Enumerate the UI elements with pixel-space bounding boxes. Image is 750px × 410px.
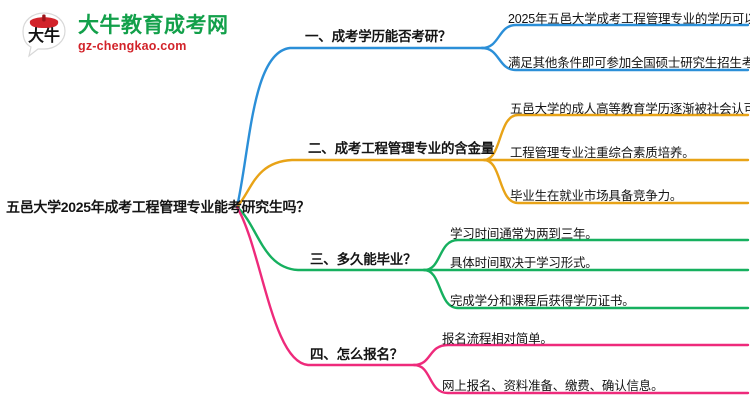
logo-title: 大牛教育成考网: [78, 14, 229, 38]
mindmap-branch-3-leaf-2[interactable]: 具体时间取决于学习形式。: [450, 256, 598, 270]
logo-subtitle: gz-chengkao.com: [78, 39, 187, 54]
mindmap-branch-4-label[interactable]: 四、怎么报名？: [310, 347, 404, 362]
mindmap-branch-1-leaf-2[interactable]: 满足其他条件即可参加全国硕士研究生招生考试。: [508, 56, 750, 70]
logo-mark-icon: 大牛: [18, 8, 70, 60]
mindmap-branch-2-label[interactable]: 二、成考工程管理专业的含金量: [308, 141, 495, 156]
mindmap-root-node[interactable]: 五邑大学2025年成考工程管理专业能考研究生吗？: [6, 199, 310, 215]
mindmap-branch-2-leaf-3[interactable]: 毕业生在就业市场具备竞争力。: [510, 189, 683, 203]
site-logo: 大牛 大牛教育成考网 gz-chengkao.com: [18, 8, 229, 60]
branch-2-connectors: [235, 113, 750, 209]
mindmap-branch-3-leaf-1[interactable]: 学习时间通常为两到三年。: [450, 227, 598, 241]
logo-mark-text: 大牛: [28, 26, 60, 45]
logo-text-block: 大牛教育成考网 gz-chengkao.com: [78, 15, 229, 53]
logo-mark-svg: 大牛: [22, 12, 66, 58]
mindmap-branch-1-label[interactable]: 一、成考学历能否考研？: [305, 29, 452, 44]
branch-3-connectors: [235, 205, 750, 310]
mindmap-branch-2-leaf-1[interactable]: 五邑大学的成人高等教育学历逐渐被社会认可。: [510, 102, 750, 116]
branch-4-connectors: [235, 205, 750, 395]
mindmap-branch-2-leaf-2[interactable]: 工程管理专业注重综合素质培养。: [510, 146, 695, 160]
mindmap-branch-3-label[interactable]: 三、多久能毕业？: [310, 252, 417, 267]
mindmap-branch-4-leaf-2[interactable]: 网上报名、资料准备、缴费、确认信息。: [442, 379, 664, 393]
mindmap-branch-4-leaf-1[interactable]: 报名流程相对简单。: [442, 332, 553, 346]
branch-1-connectors: [235, 23, 750, 209]
mindmap-branch-3-leaf-3[interactable]: 完成学分和课程后获得学历证书。: [450, 294, 635, 308]
mindmap-branch-1-leaf-1[interactable]: 2025年五邑大学成考工程管理专业的学历可以报考研究生。: [508, 12, 750, 26]
